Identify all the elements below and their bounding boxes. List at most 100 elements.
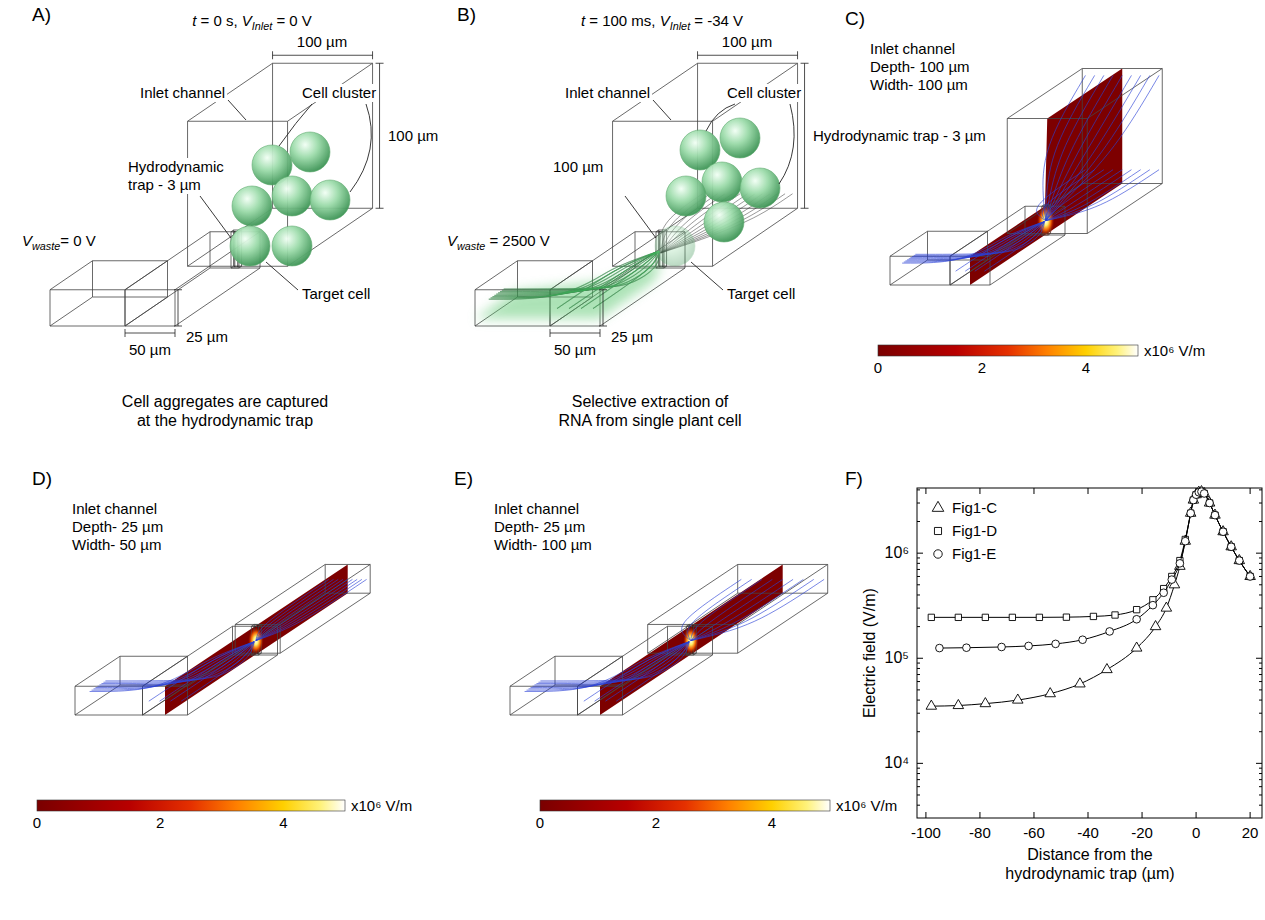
channel-wireframe (738, 564, 828, 565)
field-line (527, 642, 690, 690)
data-series (1206, 500, 1212, 506)
plant-cell (704, 202, 744, 242)
parameter-label: Depth- 25 µm (492, 518, 587, 536)
field-line (595, 642, 690, 701)
field-line (1046, 75, 1159, 220)
field-line (902, 222, 1044, 263)
dimension-line (174, 289, 182, 290)
axis-tick (925, 488, 926, 494)
field-simulation (890, 69, 1162, 286)
data-series (1200, 490, 1208, 498)
field-line (984, 222, 1044, 272)
axis-tick (917, 489, 920, 490)
channel-wireframe (622, 686, 623, 715)
field-line (907, 222, 1044, 260)
channel-wireframe (950, 231, 988, 256)
field-line (909, 222, 1045, 259)
channel-wireframe (827, 564, 828, 593)
axis-tick (1259, 663, 1262, 664)
axis-tick (917, 608, 920, 609)
part-label: Inlet channel (563, 84, 652, 102)
dimension-line (178, 290, 179, 326)
axis-tick (917, 626, 920, 627)
field-line (534, 642, 689, 685)
data-series (939, 492, 1250, 648)
legend-text: Fig1-E (950, 545, 998, 563)
channel-wireframe (1082, 69, 1083, 184)
data-series (1180, 535, 1191, 544)
channel-wireframe (75, 656, 188, 715)
dimension-line (273, 55, 373, 56)
field-line (94, 642, 255, 689)
voltage-label: Vwaste= 0 V (20, 232, 98, 253)
data-series (928, 488, 1253, 620)
channel-wireframe (273, 63, 373, 64)
channel-wireframe (1007, 69, 1082, 119)
channel-wireframe (187, 686, 188, 715)
data-series (1212, 512, 1218, 518)
field-line (1046, 75, 1132, 220)
field-line (90, 642, 255, 692)
field-line (691, 579, 804, 640)
channel-wireframe (1162, 69, 1163, 184)
dimension-label: 50 µm (552, 341, 598, 359)
streamline (489, 251, 660, 308)
channel-wireframe (125, 297, 168, 326)
colorbar-tick: 2 (154, 814, 166, 832)
axis-tick (979, 812, 980, 818)
data-series (1176, 560, 1184, 568)
parameter-label: Inlet channel (868, 40, 957, 58)
field-line (904, 222, 1044, 262)
data-series (1013, 694, 1024, 703)
data-series (1150, 621, 1161, 630)
dimension-line (175, 329, 176, 337)
leader-line (279, 104, 312, 146)
channel-wireframe (175, 290, 176, 326)
text-run: t (581, 12, 585, 29)
dimension-line (801, 208, 809, 209)
data-series (953, 699, 964, 708)
text-run: V (447, 232, 457, 249)
field-line (256, 579, 362, 640)
data-series (1045, 688, 1056, 697)
data-series (1075, 678, 1086, 687)
axis-tick (1259, 668, 1262, 669)
colorbar-unit: x10⁶ V/m (1142, 342, 1207, 360)
plant-cell (232, 186, 272, 226)
plant-cell (702, 162, 742, 202)
channel-wireframe (210, 268, 260, 269)
field-line (1046, 75, 1150, 220)
data-series (955, 614, 961, 620)
leader-line (228, 100, 246, 120)
field-line (691, 579, 783, 640)
dimension-line (599, 326, 607, 327)
dimension-line (550, 329, 551, 337)
part-label: Cell cluster (300, 84, 378, 102)
streamline (557, 251, 659, 308)
axis-tick (917, 563, 920, 564)
channel-wireframe (510, 685, 555, 715)
channel-wireframe (92, 261, 93, 297)
field-line (149, 642, 254, 701)
channel-wireframe (1082, 68, 1162, 69)
axis-tick (1256, 658, 1262, 659)
parameter-label: Width- 100 µm (492, 536, 594, 554)
data-series (1247, 573, 1253, 579)
channel-wireframe (475, 326, 550, 327)
axis-tick (1259, 731, 1262, 732)
text-run: waste (457, 240, 485, 252)
text-run: = 0 V (272, 12, 312, 29)
channel-wireframe (475, 290, 476, 326)
legend-marker (932, 501, 944, 558)
text-run: V (242, 12, 252, 29)
channel-wireframe (277, 626, 278, 655)
channel-wireframe (120, 656, 188, 657)
channel-wireframe (648, 564, 828, 653)
data-series (1052, 640, 1060, 648)
field-line (1046, 170, 1159, 221)
field-line (256, 579, 367, 640)
channel-wireframe (1065, 206, 1066, 235)
axis-tick (917, 681, 920, 682)
streamline (494, 251, 659, 295)
